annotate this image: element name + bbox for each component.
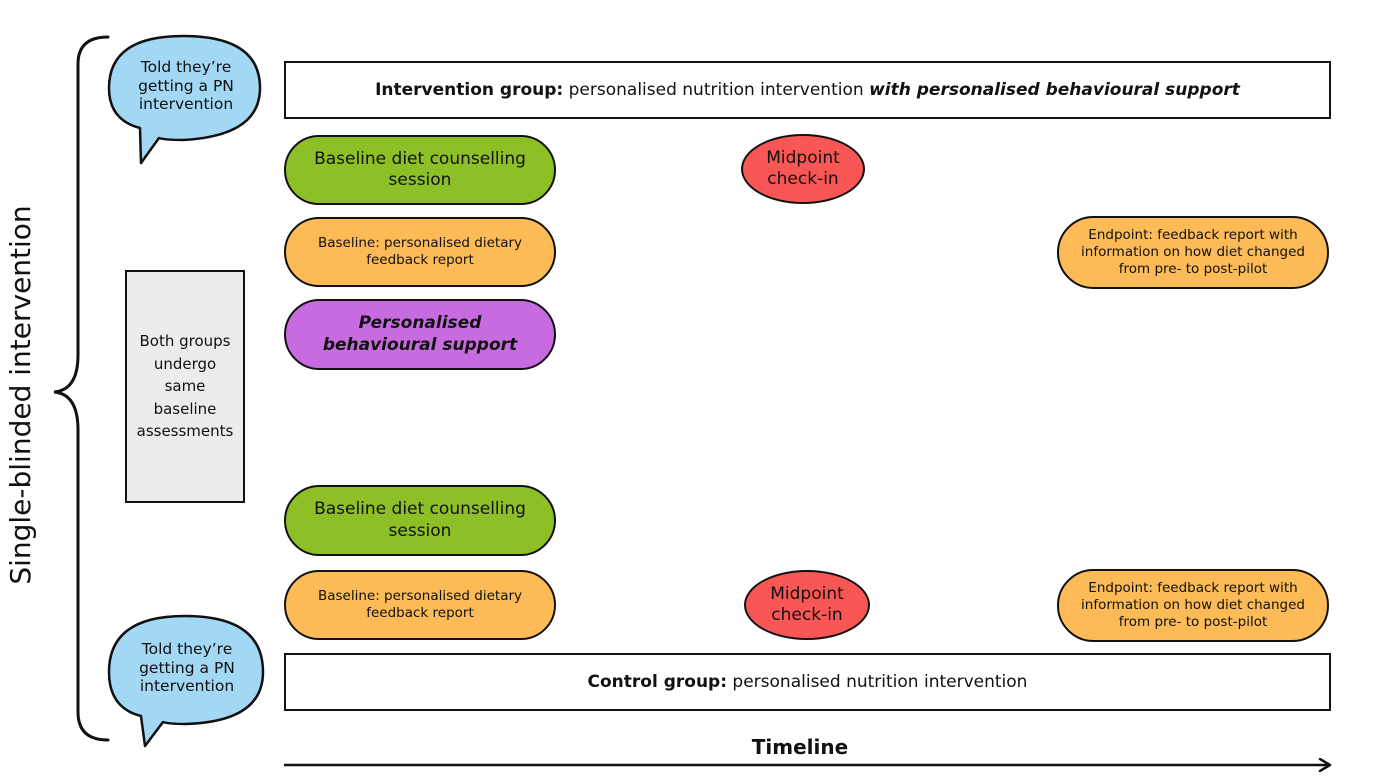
intervention-counselling-node: Baseline diet counselling session xyxy=(284,135,556,205)
speech-bubble-bottom-text: Told they’re getting a PN intervention xyxy=(139,640,235,696)
speech-bubble-top xyxy=(107,34,262,165)
side-label-text: Single-blinded intervention xyxy=(3,205,37,585)
timeline-label: Timeline xyxy=(751,735,849,759)
control-midpoint-node: Midpoint check-in xyxy=(744,570,870,640)
control-group-text: personalised nutrition intervention xyxy=(727,672,1028,692)
speech-bubble-bottom xyxy=(107,614,265,748)
intervention-behavioural-node: Personalised behavioural support xyxy=(284,299,556,370)
intervention-endpoint-node: Endpoint: feedback report with informati… xyxy=(1057,216,1329,289)
intervention-group-emphasis: with personalised behavioural support xyxy=(869,80,1240,100)
curly-brace xyxy=(53,35,110,742)
control-counselling-node: Baseline diet counselling session xyxy=(284,485,556,556)
control-endpoint-node: Endpoint: feedback report with informati… xyxy=(1057,569,1329,642)
intervention-group-box: Intervention group: personalised nutriti… xyxy=(284,61,1331,119)
intervention-feedback-node: Baseline: personalised dietary feedback … xyxy=(284,217,556,287)
intervention-group-text: personalised nutrition intervention xyxy=(563,80,870,100)
control-group-label: Control group: xyxy=(587,672,728,692)
control-feedback-node: Baseline: personalised dietary feedback … xyxy=(284,570,556,640)
control-group-box: Control group: personalised nutrition in… xyxy=(284,653,1331,711)
speech-bubble-top-text: Told they’re getting a PN intervention xyxy=(138,58,234,114)
timeline-arrow xyxy=(284,758,1332,772)
intervention-midpoint-node: Midpoint check-in xyxy=(741,134,865,204)
shared-baseline-box: Both groups undergo same baseline assess… xyxy=(125,270,245,503)
intervention-group-label: Intervention group: xyxy=(375,80,564,100)
side-label: Single-blinded intervention xyxy=(0,205,40,584)
